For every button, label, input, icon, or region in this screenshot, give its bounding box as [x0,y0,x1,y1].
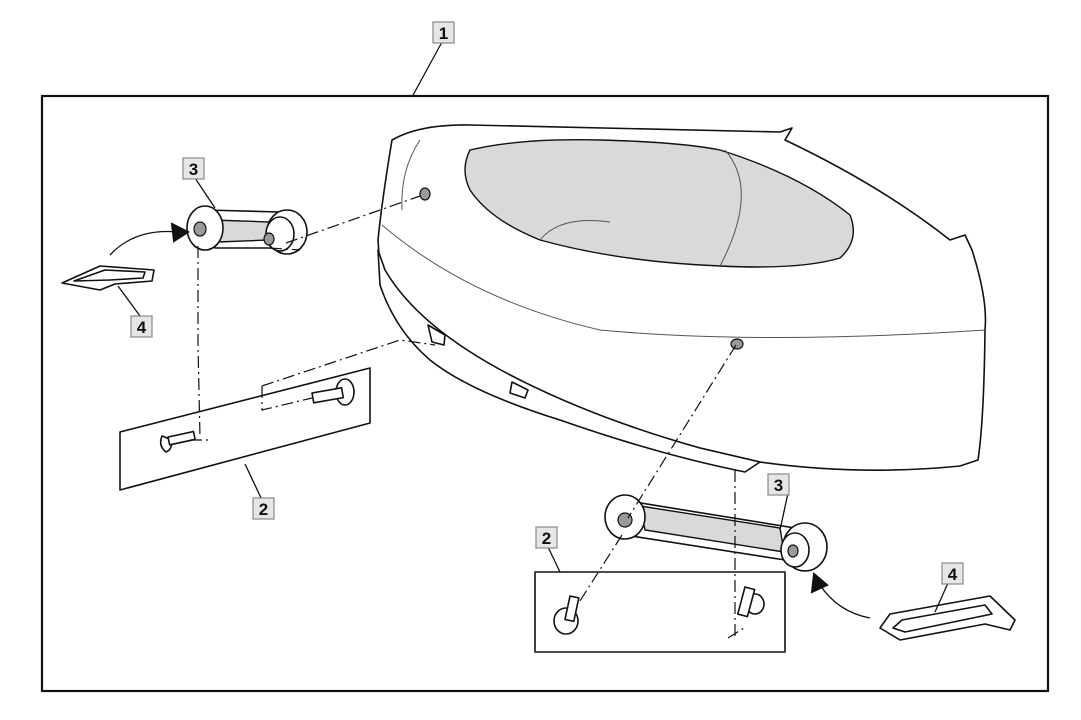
callout-4-right: 4 [941,562,964,585]
svg-text:3: 3 [774,476,783,495]
pin-part-4-left [61,265,155,291]
callout-leaders [117,41,949,613]
svg-text:4: 4 [137,318,147,337]
housing-part-1 [377,124,987,473]
alignment-lines-left [190,195,436,441]
alignment-lines-right [577,344,745,640]
svg-text:2: 2 [259,500,268,519]
callout-4-left: 4 [130,315,153,338]
callout-1: 1 [432,21,455,44]
callout-3-right: 3 [767,473,790,496]
callout-2-right: 2 [535,526,558,549]
link-part-3-right [604,494,828,572]
callout-2-left: 2 [252,497,275,520]
insert-arrow-left [109,222,191,256]
svg-text:1: 1 [439,24,448,43]
diagram-frame [40,94,1050,693]
insert-arrow-right [810,572,871,619]
bolt-panel-part-2-right [534,571,786,653]
svg-text:2: 2 [542,529,551,548]
svg-text:3: 3 [189,160,198,179]
pin-part-4-right [879,595,1016,641]
svg-text:4: 4 [948,565,958,584]
callout-3-left: 3 [182,157,205,180]
link-part-3-left [186,205,308,255]
bolt-panel-part-2-left [119,367,371,491]
